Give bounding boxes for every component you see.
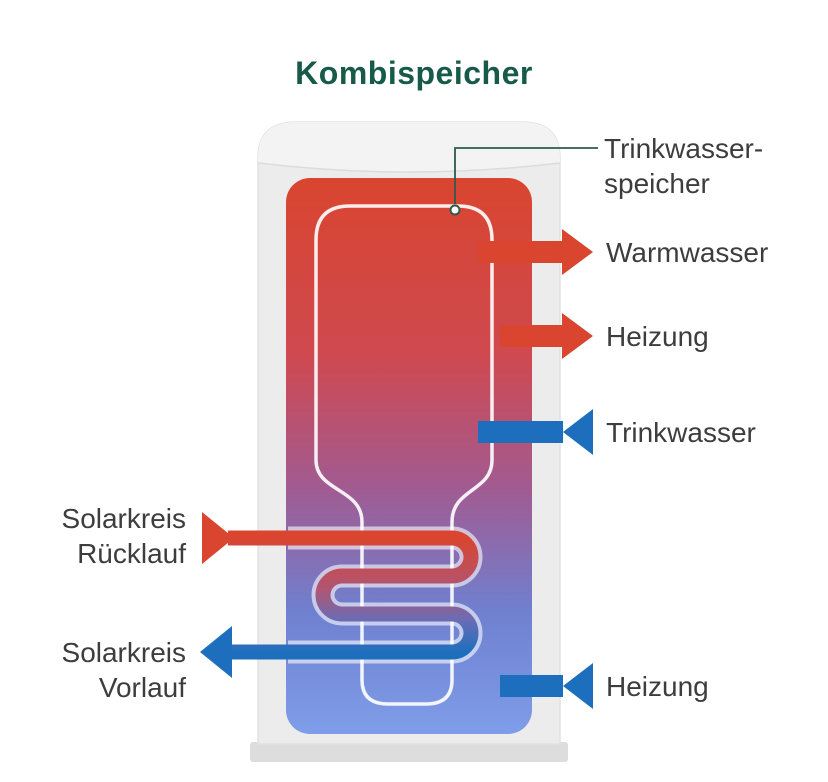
solar-ruecklauf-label-line2: Rücklauf	[77, 538, 186, 569]
buffer-volume-gradient	[286, 178, 532, 734]
heizung-bottom-arrow	[500, 663, 593, 709]
solar-vorlauf-arrowhead	[200, 626, 232, 678]
heizung-top-arrow	[500, 313, 593, 359]
inner-tank-label-line1: Trinkwasser-	[604, 133, 763, 164]
tank-base	[250, 742, 568, 762]
diagram-title: Kombispeicher	[295, 55, 533, 91]
solar-ruecklauf-label-line1: Solarkreis	[62, 503, 186, 534]
solar-coil	[228, 530, 479, 660]
trinkwasser-arrow	[478, 409, 593, 455]
warmwasser-arrow	[478, 229, 593, 275]
solar-vorlauf-label-line1: Solarkreis	[62, 637, 186, 668]
trinkwasser-label: Trinkwasser	[606, 417, 756, 448]
tank-lid-seam	[257, 162, 561, 173]
tank-lid	[258, 122, 560, 172]
leader-line	[454, 147, 598, 204]
heizung-top-label: Heizung	[606, 321, 709, 352]
warmwasser-label: Warmwasser	[606, 237, 768, 268]
solar-ruecklauf-arrowhead	[202, 512, 234, 564]
heizung-bottom-label: Heizung	[606, 671, 709, 702]
leader-dot	[449, 204, 461, 216]
inner-tank-label-line2: speicher	[604, 168, 710, 199]
solar-vorlauf-label-line2: Vorlauf	[99, 672, 186, 703]
